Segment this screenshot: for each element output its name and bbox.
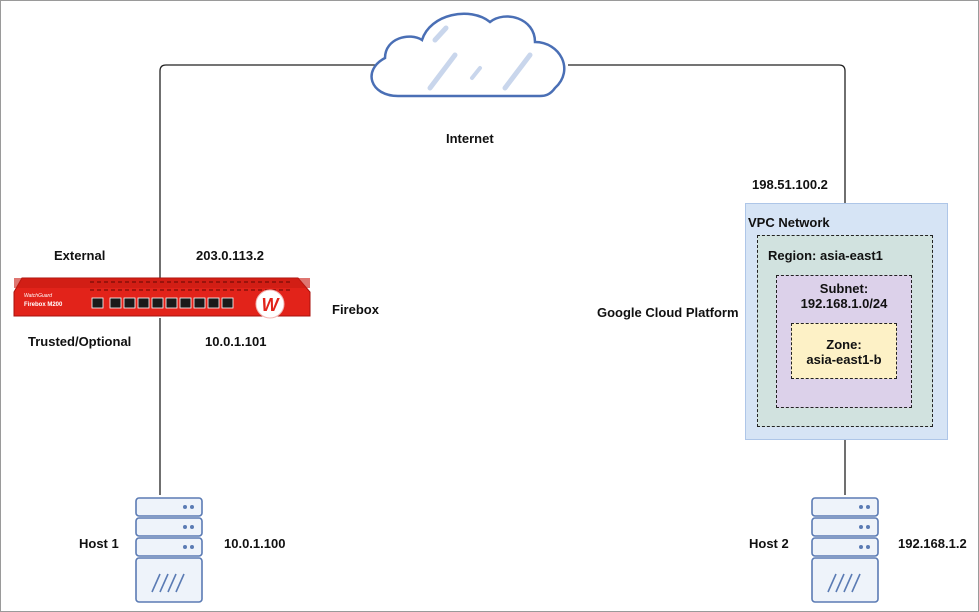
- internet-cloud-icon: [370, 12, 566, 98]
- watchguard-logo-letter: W: [262, 295, 281, 315]
- firebox-appliance: W WatchGuard Firebox M200: [13, 277, 311, 319]
- host1-label: Host 1: [79, 536, 119, 551]
- host1-server-icon: [135, 497, 203, 603]
- host2-server-icon: [811, 497, 879, 603]
- firebox-model-text: Firebox M200: [24, 302, 63, 308]
- watchguard-logo: [255, 289, 285, 319]
- firebox-ethernet-ports: [91, 297, 234, 309]
- zone-label: Zone:: [826, 337, 862, 352]
- host2-label: Host 2: [749, 536, 789, 551]
- firebox-label: Firebox: [332, 302, 379, 317]
- external-ip: 203.0.113.2: [196, 248, 264, 263]
- region-label: Region: asia-east1: [768, 248, 883, 263]
- external-label: External: [54, 248, 106, 263]
- link-internet-gcp: [568, 64, 846, 205]
- firebox-vent-slots: [90, 281, 290, 291]
- zone-value: asia-east1-b: [806, 352, 882, 367]
- host1-ip: 10.0.1.100: [224, 536, 286, 551]
- subnet-label: Subnet:: [819, 281, 869, 296]
- subnet-value: 192.168.1.0/24: [800, 296, 888, 311]
- trusted-ip: 10.0.1.101: [205, 334, 267, 349]
- host2-ip: 192.168.1.2: [898, 536, 967, 551]
- link-firebox-internet: [159, 64, 375, 280]
- gcp-label: Google Cloud Platform: [597, 305, 739, 320]
- trusted-optional-label: Trusted/Optional: [28, 334, 132, 349]
- vpc-network-label: VPC Network: [748, 215, 830, 230]
- internet-label: Internet: [446, 131, 494, 146]
- gcp-public-ip: 198.51.100.2: [752, 177, 828, 192]
- zone-box: [791, 323, 897, 379]
- firebox-brand-text: WatchGuard: [24, 293, 52, 299]
